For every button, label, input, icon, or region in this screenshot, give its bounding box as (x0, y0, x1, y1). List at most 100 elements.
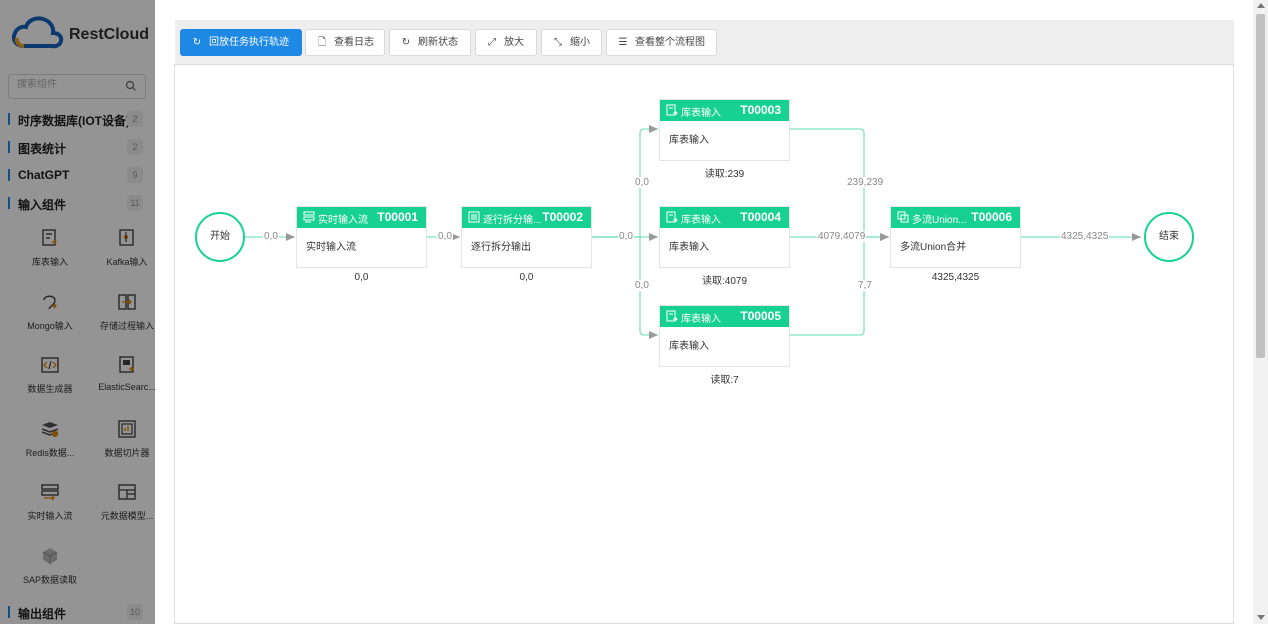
flow-node-t00003[interactable]: 库表输入 T00003 库表输入 (659, 99, 790, 161)
edge-label: 0,0 (263, 231, 279, 242)
edge-label: 0,0 (634, 280, 650, 291)
component-data-generator[interactable]: 数据生成器 (15, 355, 85, 411)
union-icon (897, 211, 909, 223)
node-id: T00004 (740, 210, 781, 224)
node-header: 库表输入 T00004 (660, 207, 789, 228)
view-log-label: 查看日志 (334, 37, 374, 48)
component-procedure-input[interactable]: 存储过程输入 (92, 292, 155, 348)
node-header: 库表输入 T00005 (660, 306, 789, 327)
category-output[interactable]: 输出组件 10 (8, 603, 146, 623)
document-icon: 🗋 (317, 37, 327, 48)
flow-node-t00001[interactable]: 实时输入流 T00001 实时输入流 (296, 206, 427, 268)
logo: RestCloud (8, 14, 154, 56)
component-label: SAP数据读取 (22, 575, 77, 585)
start-node[interactable]: 开始 (195, 212, 245, 262)
zoom-in-button[interactable]: ⤢放大 (475, 29, 537, 56)
category-label: 时序数据库(IOT设备) (18, 114, 130, 128)
category-label: 图表统计 (18, 142, 67, 156)
cloud-logo-icon (11, 16, 64, 49)
node-title: 多流Union... (912, 215, 967, 226)
flow-node-t00002[interactable]: 逐行拆分输... T00002 逐行拆分输出 (461, 206, 592, 268)
edge-label: 0,0 (634, 177, 650, 188)
component-label: 数据切片器 (104, 448, 150, 458)
code-icon (41, 357, 59, 373)
table-input-icon (42, 229, 57, 246)
category-marker (8, 197, 10, 209)
component-sap-read[interactable]: SAP数据读取 (15, 546, 85, 602)
component-table-input[interactable]: 库表输入 (15, 228, 85, 284)
expand-icon: ⤢ (488, 37, 496, 48)
search-input[interactable] (17, 79, 127, 90)
stream-icon (303, 211, 315, 223)
node-header: 逐行拆分输... T00002 (462, 207, 591, 228)
scroll-up-icon[interactable] (1257, 3, 1265, 8)
node-header: 实时输入流 T00001 (297, 207, 426, 228)
refresh-button[interactable]: ↻刷新状态 (389, 29, 471, 56)
node-body: 库表输入 (669, 341, 709, 352)
component-redis[interactable]: Redis数据... (15, 419, 85, 475)
slicer-icon (118, 420, 136, 438)
vertical-scrollbar[interactable] (1253, 0, 1268, 624)
edge-label: 7,7 (857, 280, 873, 291)
edge-label: 239,239 (846, 177, 885, 188)
category-charts[interactable]: 图表统计 2 (8, 138, 146, 158)
component-elasticsearch[interactable]: ElasticSearc... (92, 355, 155, 411)
node-stat: 4325,4325 (931, 272, 980, 283)
component-label: 元数据模型... (100, 511, 154, 521)
category-iot[interactable]: 时序数据库(IOT设备) 2 (8, 110, 146, 130)
node-header: 多流Union... T00006 (891, 207, 1020, 228)
replay-button[interactable]: ↻回放任务执行轨迹 (180, 29, 302, 56)
category-label: 输入组件 (18, 198, 67, 212)
node-body: 库表输入 (669, 242, 709, 253)
replay-label: 回放任务执行轨迹 (209, 37, 289, 48)
full-view-button[interactable]: ☰查看整个流程图 (606, 29, 717, 56)
scroll-down-icon[interactable] (1257, 615, 1265, 620)
flow-toolbar: ↻回放任务执行轨迹 🗋 查看日志 ↻刷新状态 ⤢放大 ⤡缩小 ☰查看整个流程图 (175, 20, 1234, 65)
search-icon[interactable] (125, 80, 137, 92)
view-log-button[interactable]: 🗋 查看日志 (305, 29, 385, 56)
flow-node-t00004[interactable]: 库表输入 T00004 库表输入 (659, 206, 790, 268)
cube-icon (42, 548, 58, 564)
component-label: 库表输入 (31, 257, 68, 267)
table-input-icon (666, 211, 678, 223)
edge-t3-t6 (790, 128, 865, 237)
table-input-icon (666, 104, 678, 116)
component-mongo-input[interactable]: Mongo输入 (15, 292, 85, 348)
edge-label: 4079,4079 (817, 231, 867, 242)
scrollbar-thumb[interactable] (1256, 14, 1265, 358)
component-label: 数据生成器 (27, 384, 73, 394)
node-header: 库表输入 T00003 (660, 100, 789, 121)
zoom-out-button[interactable]: ⤡缩小 (541, 29, 602, 56)
component-label: Redis数据... (25, 448, 75, 458)
category-chatgpt[interactable]: ChatGPT 9 (8, 166, 146, 186)
kafka-icon (119, 229, 134, 246)
component-data-slicer[interactable]: 数据切片器 (92, 419, 155, 475)
component-metadata-model[interactable]: 元数据模型... (92, 482, 155, 538)
node-id: T00005 (740, 309, 781, 323)
node-stat: 0,0 (354, 272, 369, 283)
category-marker (8, 141, 10, 153)
category-input[interactable]: 输入组件 11 (8, 194, 146, 214)
edge-label: 0,0 (437, 231, 453, 242)
table-input-icon (666, 310, 678, 322)
node-title: 库表输入 (681, 215, 721, 226)
node-body: 实时输入流 (306, 242, 356, 253)
end-node[interactable]: 结束 (1144, 212, 1194, 262)
component-label: Kafka输入 (106, 257, 148, 267)
flow-node-t00006[interactable]: 多流Union... T00006 多流Union合并 (890, 206, 1021, 268)
stream-icon (41, 484, 59, 501)
node-title: 库表输入 (681, 314, 721, 325)
refresh-label: 刷新状态 (418, 37, 458, 48)
node-title: 实时输入流 (318, 215, 368, 226)
component-label: ElasticSearc... (98, 382, 155, 392)
component-label: 存储过程输入 (99, 321, 154, 331)
flow-node-t00005[interactable]: 库表输入 T00005 库表输入 (659, 305, 790, 367)
component-search[interactable] (8, 74, 146, 99)
category-count: 2 (127, 111, 143, 127)
component-realtime-stream[interactable]: 实时输入流 (15, 482, 85, 538)
edge-label: 4325,4325 (1060, 231, 1110, 242)
component-kafka-input[interactable]: Kafka输入 (92, 228, 155, 284)
grid-icon (118, 484, 136, 500)
flow-canvas[interactable]: 0,0 0,0 0,0 0,0 0,0 239,239 4079,4079 7,… (174, 64, 1234, 624)
edge-t2-t3 (592, 125, 658, 238)
